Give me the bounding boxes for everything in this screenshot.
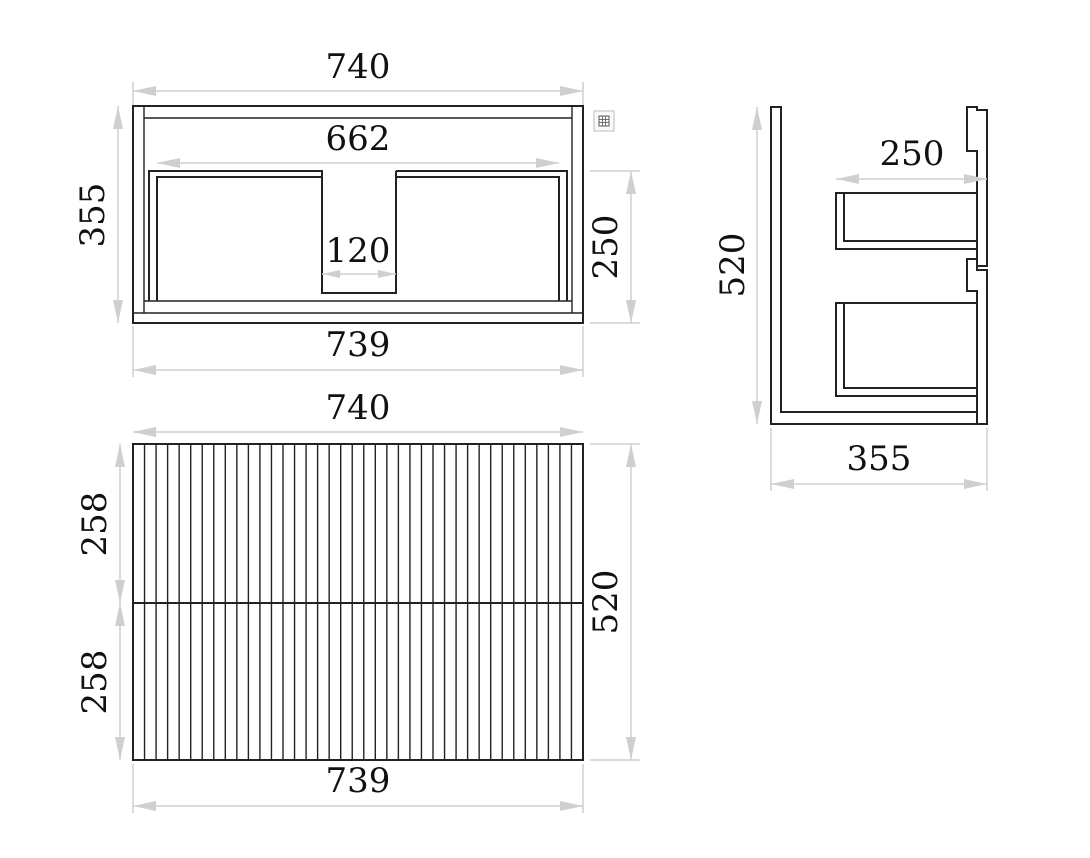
arrow-head — [113, 106, 123, 129]
top-view: 740 355 662 120 250 — [73, 47, 640, 377]
arrow-head — [626, 300, 636, 323]
cutout-width-label: 120 — [326, 231, 391, 271]
arrow-head — [560, 801, 583, 811]
top-left-drawer — [148, 170, 323, 301]
side-height-label: 520 — [713, 233, 753, 298]
arrow-head — [133, 801, 156, 811]
arrow-head — [133, 365, 156, 375]
arrow-head — [115, 603, 125, 626]
front-view: 740 258 258 520 739 — [75, 388, 640, 813]
arrow-head — [771, 479, 794, 489]
arrow-head — [560, 86, 583, 96]
bottom-width-label: 739 — [326, 325, 391, 365]
side-drawer-depth-label: 250 — [880, 134, 945, 174]
upper-drawer-height-label: 258 — [75, 492, 115, 557]
front-width-label: 740 — [326, 388, 391, 428]
arrow-head — [115, 444, 125, 467]
arrow-head — [115, 580, 125, 603]
arrow-head — [115, 737, 125, 760]
front-bottom-width-label: 739 — [326, 761, 391, 801]
top-width-label: 740 — [326, 47, 391, 87]
side-upper-drawer — [835, 192, 977, 250]
arrow-head — [560, 365, 583, 375]
side-view: 250 520 355 — [713, 106, 988, 491]
drawer-depth-label: 250 — [586, 215, 626, 280]
top-center-cutout — [321, 171, 397, 294]
arrow-head — [157, 158, 180, 168]
arrow-head — [133, 86, 156, 96]
side-lower-door-edge — [966, 258, 988, 425]
arrow-head — [626, 171, 636, 194]
side-upper-door-edge — [966, 106, 988, 267]
arrow-head — [536, 158, 559, 168]
arrow-head — [113, 300, 123, 323]
arrow-head — [626, 444, 636, 467]
inner-width-label: 662 — [326, 119, 391, 159]
arrow-head — [836, 174, 859, 184]
arrow-head — [752, 401, 762, 424]
lower-drawer-height-label: 258 — [75, 650, 115, 715]
arrow-head — [133, 427, 156, 437]
arrow-head — [626, 737, 636, 760]
arrow-head — [378, 270, 396, 278]
top-right-drawer — [396, 170, 568, 301]
top-outer-frame — [132, 105, 584, 324]
fluted-panel-lines — [143, 444, 573, 760]
arrow-head — [752, 107, 762, 130]
side-lower-drawer — [835, 302, 977, 397]
grid-icon[interactable] — [593, 110, 615, 132]
arrow-head — [964, 479, 987, 489]
top-depth-label: 355 — [73, 183, 113, 248]
arrow-head — [560, 427, 583, 437]
side-depth-label: 355 — [847, 439, 912, 479]
arrow-head — [322, 270, 340, 278]
side-back-panel — [770, 106, 978, 425]
arrow-head — [964, 174, 987, 184]
front-height-label: 520 — [586, 570, 626, 635]
